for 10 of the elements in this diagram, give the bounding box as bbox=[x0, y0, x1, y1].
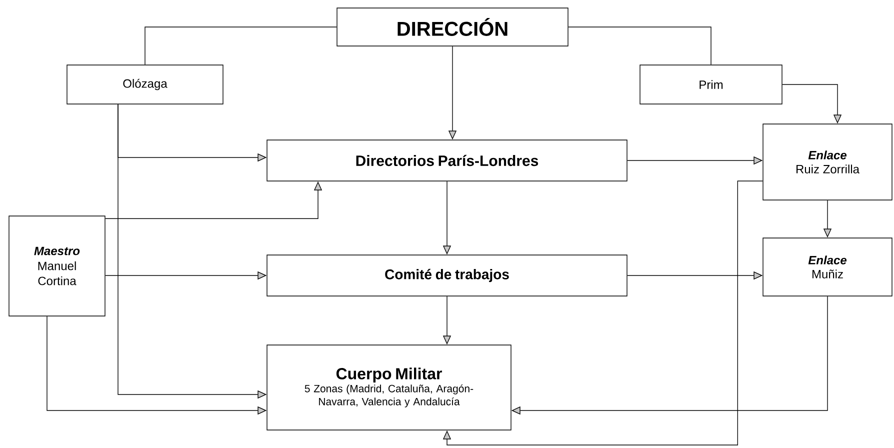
person-box: Maestro Manuel Cortina bbox=[8, 216, 106, 316]
process-box: Directorios París-Londres bbox=[266, 140, 628, 182]
title-box: DIRECCIÓN bbox=[336, 8, 568, 46]
process-box: Cuerpo Militar 5 Zonas (Madrid, Cataluña, Aragón-Navarra, Valencia y Andalucía bbox=[266, 344, 512, 430]
person-box: Enlace Ruiz Zorrilla bbox=[762, 124, 892, 200]
arrow bbox=[442, 180, 763, 446]
process-box: Comité de trabajos bbox=[266, 254, 628, 296]
person-box: Enlace Muñiz bbox=[762, 238, 892, 296]
person-box: Olózaga bbox=[66, 64, 224, 104]
person-box: Prim bbox=[640, 64, 782, 104]
